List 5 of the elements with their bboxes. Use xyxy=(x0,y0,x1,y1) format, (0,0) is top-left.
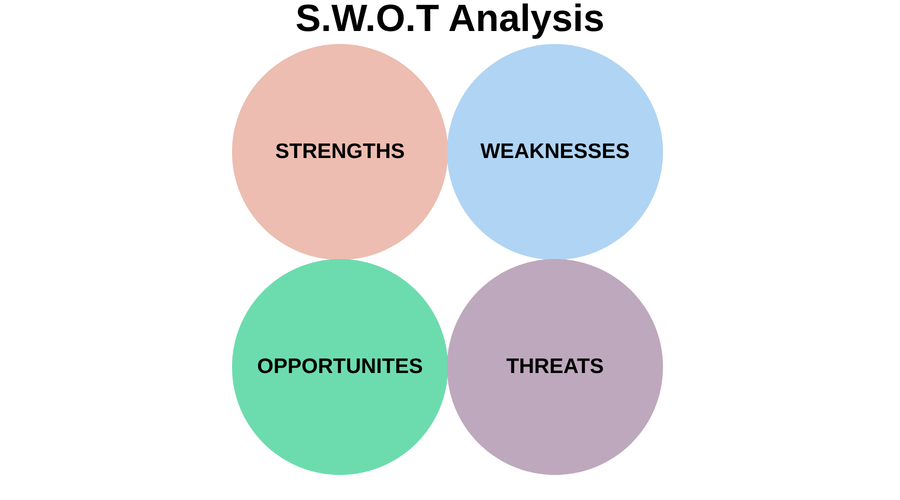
quadrant-label: OPPORTUNITES xyxy=(257,355,423,379)
quadrant-label: STRENGTHS xyxy=(275,140,405,164)
quadrant-label: WEAKNESSES xyxy=(480,140,630,164)
title: S.W.O.T Analysis xyxy=(294,0,606,41)
quadrant-label: THREATS xyxy=(506,355,604,379)
